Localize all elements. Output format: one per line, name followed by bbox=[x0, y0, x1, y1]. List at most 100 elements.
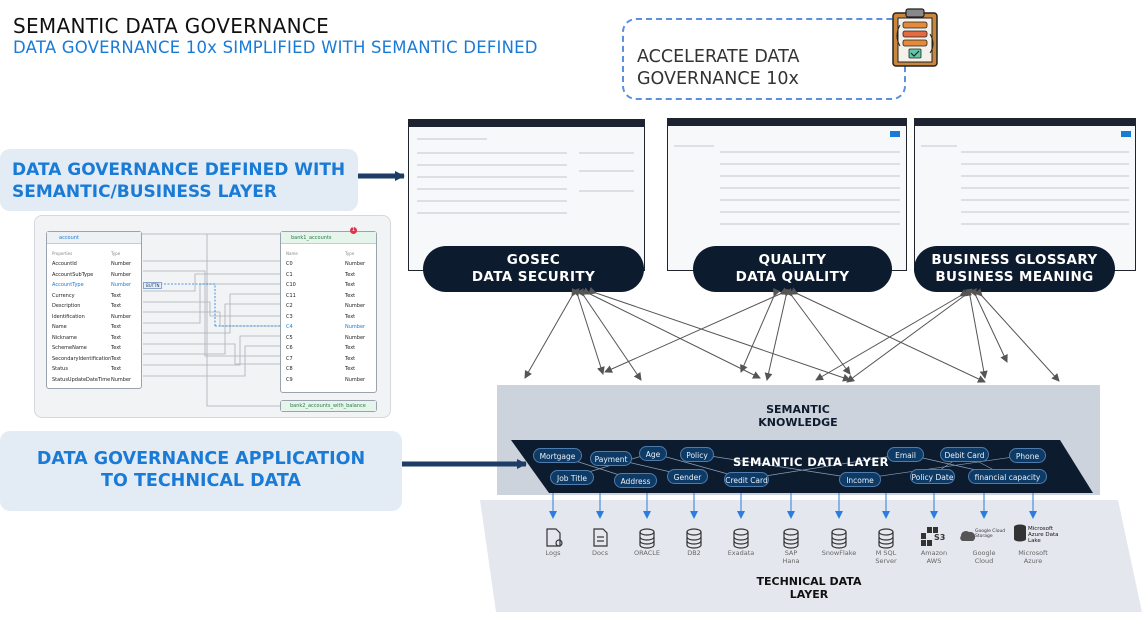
gosec-line1: GOSEC bbox=[506, 252, 561, 268]
chip-age[interactable]: Age bbox=[639, 446, 667, 461]
logs-icon bbox=[546, 528, 563, 547]
account-table-title: account bbox=[59, 235, 79, 241]
source-label-line2: Server bbox=[875, 557, 897, 565]
source-label-line1: Docs bbox=[592, 549, 608, 557]
technical-data-plane bbox=[480, 500, 1142, 612]
oracle-database-icon bbox=[639, 528, 655, 549]
bank2-accounts-table[interactable]: bank2_accounts_with_balance bbox=[280, 400, 377, 412]
account-row-name: AccountType bbox=[52, 282, 84, 288]
bank1-row-type: Text bbox=[345, 282, 356, 288]
quality-line2: DATA QUALITY bbox=[735, 269, 850, 285]
account-row-name: StatusUpdateDateTime bbox=[52, 376, 111, 383]
bank1-row-name: C3 bbox=[286, 313, 293, 320]
chip-debit-card[interactable]: Debit Card bbox=[940, 447, 989, 462]
gosec-module-pill[interactable]: GOSEC DATA SECURITY bbox=[423, 246, 644, 292]
account-row-type: Number bbox=[111, 313, 132, 320]
account-row-name: SecondaryIdentification bbox=[52, 355, 112, 362]
source-label-line1: Amazon bbox=[920, 549, 948, 557]
module-to-knowledge-arrows bbox=[524, 286, 1060, 383]
source-label-line1: Logs bbox=[545, 549, 561, 557]
chip-payment[interactable]: Payment bbox=[590, 451, 632, 466]
source-label-line1: DB2 bbox=[687, 549, 701, 557]
source-label-line2: Azure bbox=[1023, 557, 1043, 565]
bank2-table-title: bank2_accounts_with_balance bbox=[290, 403, 366, 409]
source-label: SnowFlake bbox=[814, 549, 864, 557]
chip-phone[interactable]: Phone bbox=[1009, 448, 1046, 463]
accelerate-line1: ACCELERATE DATA bbox=[637, 47, 800, 67]
google-cloud-storage-icon bbox=[960, 530, 976, 541]
mapping-link-label: BUTTN bbox=[143, 282, 163, 289]
account-row-type: Number bbox=[111, 271, 132, 278]
semantic-data-layer-title: SEMANTIC DATA LAYER bbox=[733, 455, 889, 469]
account-row-type: Text bbox=[111, 355, 122, 362]
mssql-database-icon bbox=[878, 528, 894, 549]
chip-address[interactable]: Address bbox=[614, 473, 657, 488]
bank1-row-name: C4 bbox=[286, 324, 293, 330]
layer-to-source-arrows bbox=[549, 493, 1037, 519]
source-label-line2: AWS bbox=[926, 557, 942, 565]
account-row-name: Status bbox=[52, 366, 68, 372]
docs-icon bbox=[593, 528, 608, 547]
snowflake-database-icon bbox=[831, 528, 847, 549]
account-row-type: Text bbox=[111, 366, 122, 372]
glossary-module-pill[interactable]: BUSINESS GLOSSARY BUSINESS MEANING bbox=[914, 246, 1115, 292]
quality-module-pill[interactable]: QUALITY DATA QUALITY bbox=[693, 246, 892, 292]
chip-gender[interactable]: Gender bbox=[667, 469, 708, 484]
chip-job-title[interactable]: Job Title bbox=[550, 470, 594, 485]
source-label: ORACLE bbox=[622, 549, 672, 557]
source-label: Exadata bbox=[716, 549, 766, 557]
source-label-line1: M SQL bbox=[875, 549, 897, 557]
governance-application-line2: TO TECHNICAL DATA bbox=[101, 471, 301, 491]
chip-policy-date[interactable]: Policy Date bbox=[910, 469, 955, 484]
notification-badge: 1 bbox=[350, 227, 357, 234]
account-row-name: Currency bbox=[52, 292, 75, 299]
chip-financial-capacity[interactable]: financial capacity bbox=[968, 469, 1047, 484]
er-connector-lines bbox=[65, 233, 356, 407]
account-row-name: Name bbox=[52, 324, 67, 330]
governance-application-line1: DATA GOVERNANCE APPLICATION bbox=[36, 449, 366, 469]
account-col-type: Type bbox=[111, 251, 121, 256]
account-row-type: Text bbox=[111, 334, 122, 341]
bank1-row-type: Number bbox=[345, 261, 366, 267]
chip-mortgage[interactable]: Mortgage bbox=[533, 448, 582, 463]
quality-screenshot bbox=[667, 118, 907, 271]
bank1-row-type: Text bbox=[345, 271, 356, 278]
chip-income[interactable]: Income bbox=[839, 472, 881, 487]
account-row-name: Description bbox=[52, 303, 81, 309]
source-label: DB2 bbox=[669, 549, 719, 557]
bank1-row-name: C5 bbox=[286, 334, 293, 341]
chip-credit-card[interactable]: Credit Card bbox=[724, 472, 769, 487]
source-label-line2: Hana bbox=[782, 557, 800, 565]
chip-email[interactable]: Email bbox=[887, 447, 924, 462]
account-row-type: Number bbox=[111, 282, 132, 288]
bank1-row-type: Text bbox=[345, 355, 356, 362]
account-row-type: Number bbox=[111, 261, 132, 267]
source-label-line1: Microsoft bbox=[1018, 549, 1048, 557]
technical-data-layer-label: TECHNICAL DATA LAYER bbox=[744, 575, 874, 601]
azure-logo-text: Microsoft Azure Data Lake bbox=[1028, 526, 1059, 544]
governance-application-label: DATA GOVERNANCE APPLICATION TO TECHNICAL… bbox=[0, 431, 402, 511]
source-label: Logs bbox=[528, 549, 578, 557]
page-subtitle: DATA GOVERNANCE 10x SIMPLIFIED WITH SEMA… bbox=[13, 38, 538, 57]
chip-policy[interactable]: Policy bbox=[680, 447, 714, 462]
bank1-row-type: Text bbox=[345, 313, 356, 320]
source-label-line1: Exadata bbox=[727, 549, 755, 557]
google-cloud-logo-text: Google Cloud Storage bbox=[975, 529, 1006, 539]
semantic-knowledge-label: SEMANTIC KNOWLEDGE bbox=[740, 403, 856, 429]
bank1-row-name: C10 bbox=[286, 282, 296, 288]
accelerate-callout-text: ACCELERATE DATA GOVERNANCE 10x bbox=[637, 46, 799, 90]
bank1-row-name: C1 bbox=[286, 271, 293, 278]
accelerate-line2: GOVERNANCE 10x bbox=[637, 69, 799, 89]
source-label-line1: Google bbox=[972, 549, 996, 557]
source-label: Docs bbox=[575, 549, 625, 557]
governance-defined-label: DATA GOVERNANCE DEFINED WITH SEMANTIC/BU… bbox=[0, 149, 358, 211]
bank1-row-type: Text bbox=[345, 292, 356, 299]
account-row-type: Text bbox=[111, 345, 122, 351]
glossary-line2: BUSINESS MEANING bbox=[935, 269, 1094, 285]
bank1-row-name: C8 bbox=[286, 366, 293, 372]
